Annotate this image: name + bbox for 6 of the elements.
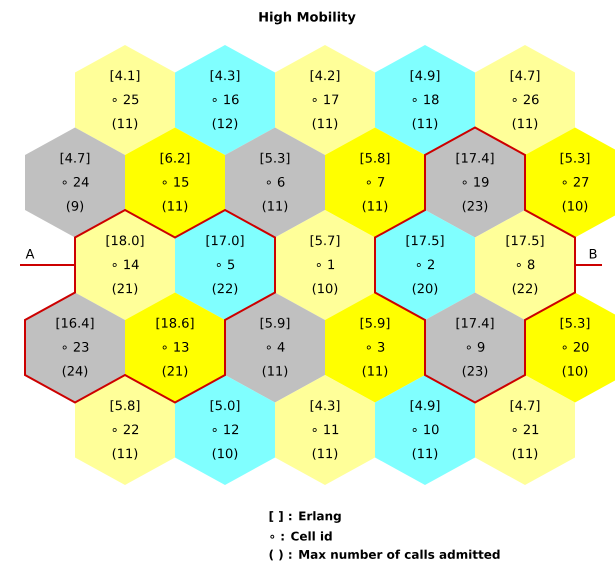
legend-text: ∘ : Cell id (270, 531, 332, 541)
legend-text: [ ] : Erlang (270, 511, 341, 523)
endpoint-label: A (26, 249, 34, 258)
title: High Mobility (259, 12, 356, 24)
legend-text: ( ) : Max number of calls admitted (270, 550, 500, 560)
endpoint-label: B (590, 249, 597, 258)
